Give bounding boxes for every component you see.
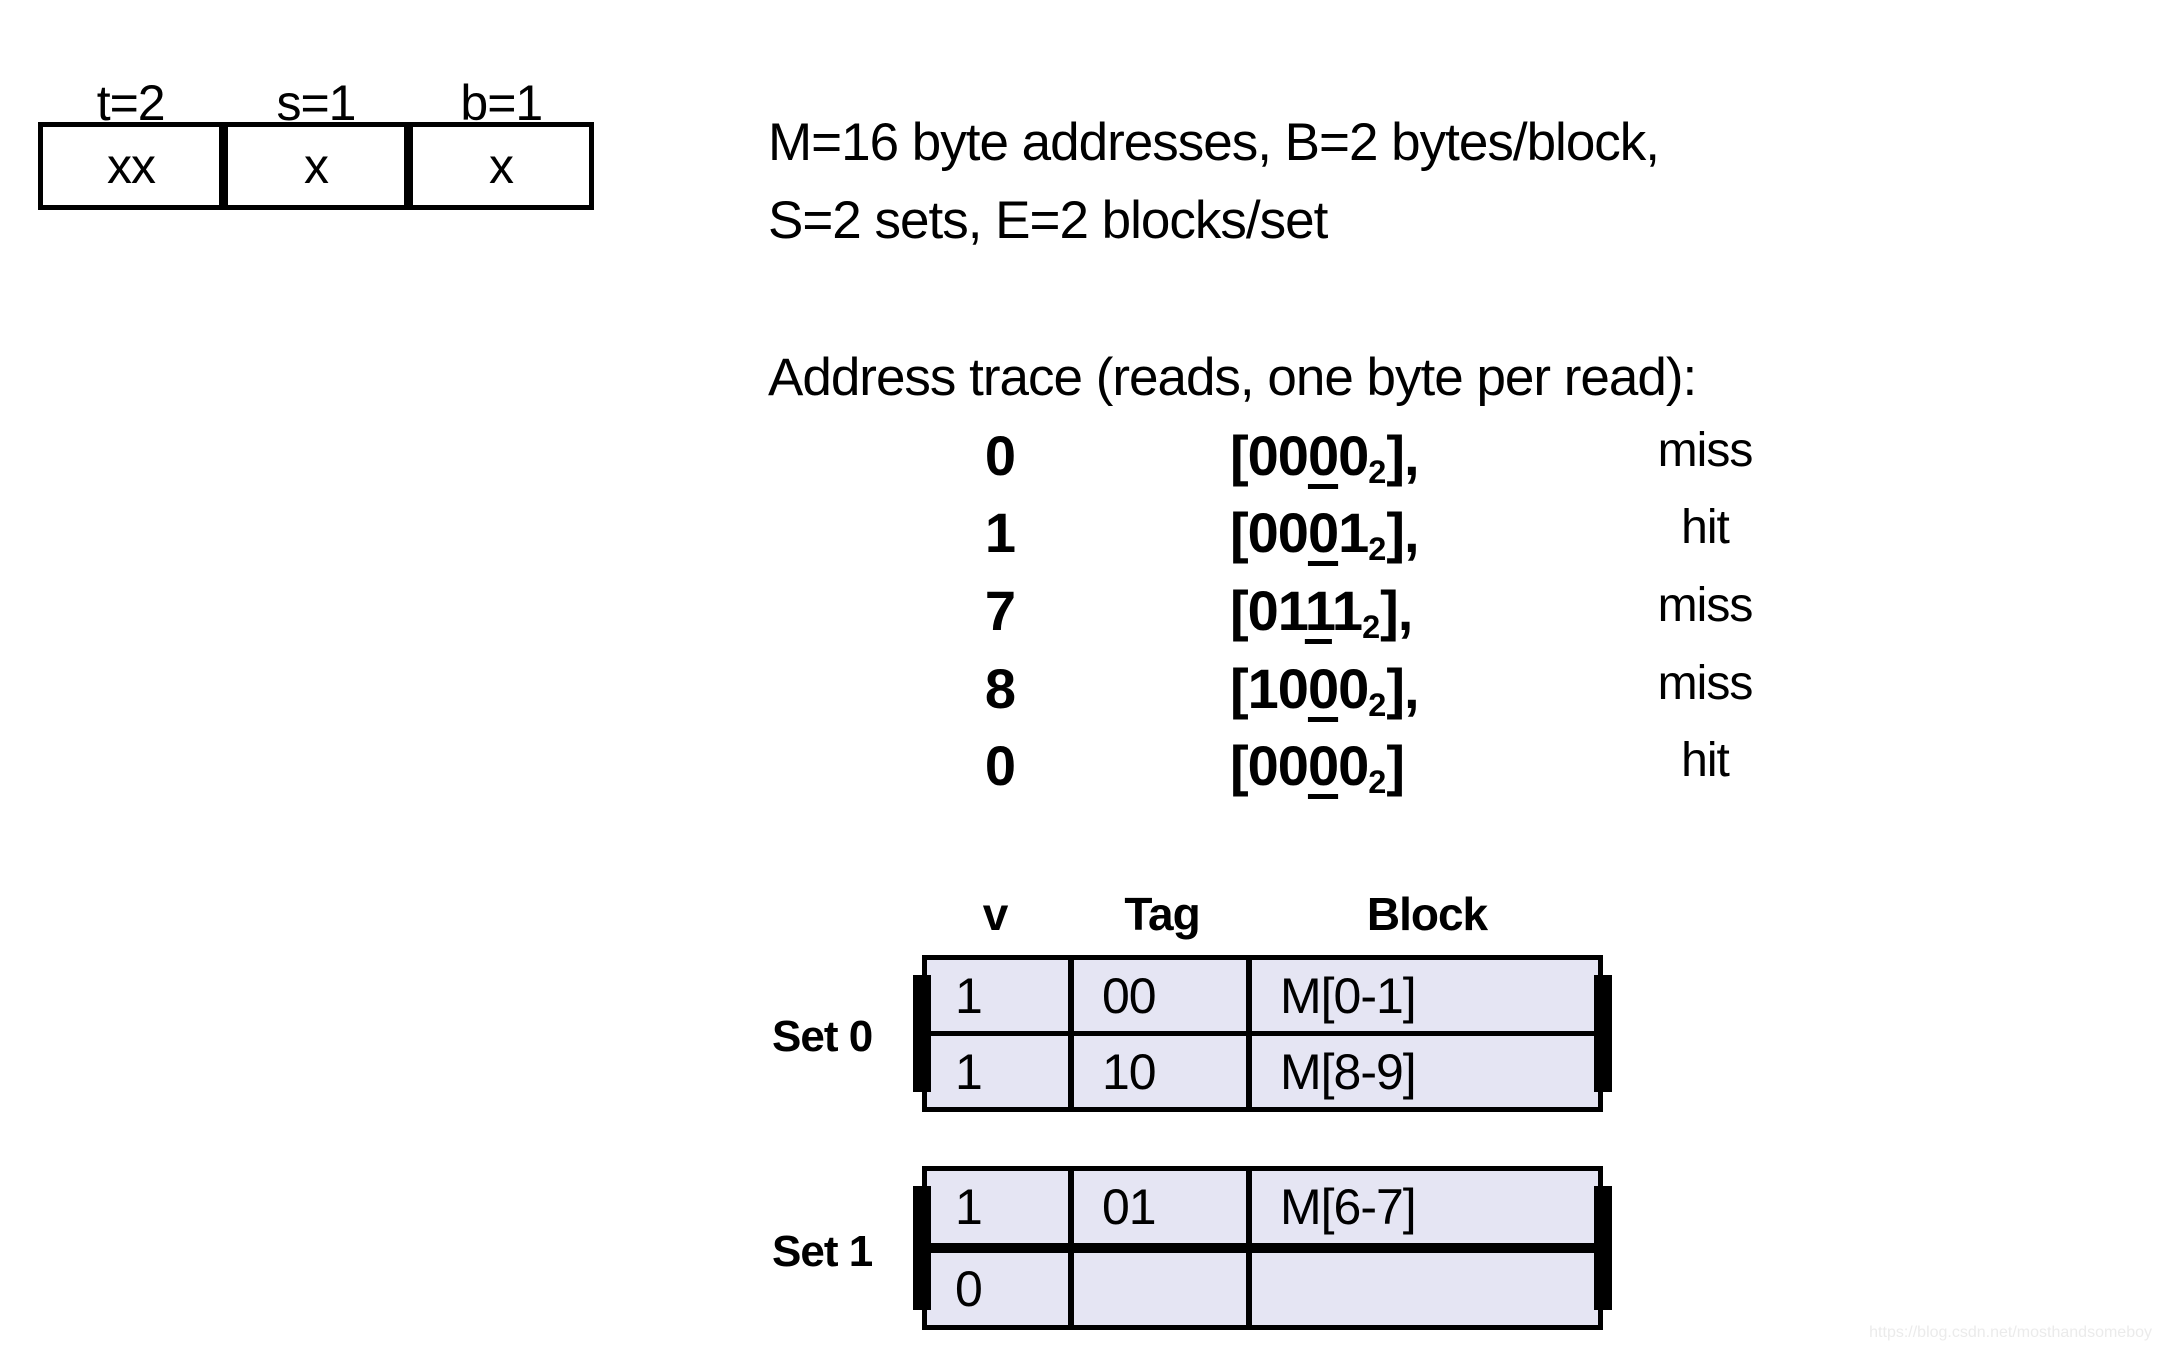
set1-row0-valid: 1	[955, 1179, 983, 1235]
set0-right-bracket	[1594, 975, 1612, 1092]
trace-address-binary: [01112],	[1230, 578, 1413, 645]
bitfield-header-row: t=2 s=1 b=1	[38, 74, 594, 132]
bits-close: ],	[1386, 424, 1419, 487]
set-bit-underlined: 1	[1304, 579, 1333, 642]
bitfield-table: xx x x	[38, 122, 594, 210]
bitfield-header-s: s=1	[276, 75, 356, 131]
row-divider-thick	[927, 1243, 1598, 1253]
bitfield-cell-set: x	[219, 127, 404, 205]
set-bit-underlined: 0	[1307, 657, 1339, 720]
trace-row-3: 7 [01112], miss	[0, 578, 2164, 656]
trace-result: miss	[1657, 579, 1754, 632]
bits-pre: [10	[1230, 657, 1309, 720]
cache-column-header-tag: Tag	[1124, 888, 1200, 940]
set1-table: 1 01 M[6-7] 0	[913, 1166, 1612, 1330]
bits-post: 1	[1338, 501, 1369, 564]
trace-address-decimal: 7	[984, 579, 1016, 642]
trace-result: miss	[1657, 424, 1754, 477]
set0-row1-valid: 1	[955, 1043, 983, 1100]
trace-address-decimal: 8	[984, 657, 1016, 720]
cache-column-header-block: Block	[1366, 888, 1488, 940]
config-line-1: M=16 byte addresses, B=2 bytes/block,	[768, 113, 1660, 172]
trace-address-decimal: 0	[984, 424, 1016, 487]
bits-post: 0	[1338, 734, 1369, 797]
bitfield-header-b: b=1	[460, 75, 543, 131]
trace-address-binary: [00012],	[1230, 500, 1420, 567]
set0-table: 1 00 M[0-1] 1 10 M[8-9]	[913, 955, 1612, 1112]
base-subscript: 2	[1368, 453, 1387, 490]
trace-result: hit	[1681, 734, 1730, 787]
set-bit-underlined: 0	[1307, 501, 1339, 564]
trace-row-2: 1 [00012], hit	[0, 500, 2164, 578]
set0-row0-valid: 1	[955, 967, 983, 1024]
bitfield-header-t: t=2	[96, 75, 166, 131]
set1-left-bracket	[913, 1186, 931, 1310]
bits-pre: [01	[1230, 579, 1306, 642]
set1-row1-block	[1252, 1253, 1598, 1325]
set1-row0-block: M[6-7]	[1280, 1179, 1417, 1235]
bits-pre: [00	[1230, 501, 1309, 564]
set1-row1-valid: 0	[955, 1261, 983, 1317]
bits-pre: [00	[1230, 734, 1309, 797]
trace-heading: Address trace (reads, one byte per read)…	[768, 348, 1697, 407]
base-subscript: 2	[1368, 763, 1387, 800]
base-subscript: 2	[1362, 608, 1381, 645]
set0-row1-tag: 10	[1102, 1043, 1157, 1100]
trace-address-decimal: 1	[984, 501, 1016, 564]
trace-row-4: 8 [10002], miss	[0, 656, 2164, 734]
bits-post: 1	[1331, 579, 1363, 642]
bits-close: ],	[1380, 579, 1413, 642]
trace-address-decimal: 0	[984, 734, 1016, 797]
set1-right-bracket	[1594, 1186, 1612, 1310]
csdn-watermark: https://blog.csdn.net/mosthandsomeboy	[1869, 1324, 2152, 1341]
trace-result: hit	[1681, 501, 1730, 554]
bits-pre: [00	[1230, 424, 1309, 487]
bits-post: 0	[1338, 657, 1369, 720]
base-subscript: 2	[1368, 530, 1387, 567]
trace-address-binary: [10002],	[1230, 656, 1420, 723]
row-divider	[927, 1031, 1598, 1036]
set1-row0-tag: 01	[1102, 1179, 1157, 1235]
set0-row0-tag: 00	[1102, 967, 1157, 1024]
set0-label: Set 0	[772, 1012, 873, 1061]
bits-close: ]	[1386, 734, 1405, 797]
set0-row1-block: M[8-9]	[1280, 1043, 1417, 1100]
bits-close: ],	[1386, 501, 1419, 564]
bits-close: ],	[1386, 657, 1419, 720]
set0-left-bracket	[913, 975, 931, 1092]
set-bit-underlined: 0	[1307, 734, 1339, 797]
config-line-2: S=2 sets, E=2 blocks/set	[768, 191, 1328, 250]
base-subscript: 2	[1368, 686, 1387, 723]
set0-row0-block: M[0-1]	[1280, 967, 1417, 1024]
trace-row-5: 0 [00002] hit	[0, 733, 2164, 811]
trace-result: miss	[1657, 657, 1754, 710]
set1-label: Set 1	[772, 1227, 873, 1276]
trace-address-binary: [00002],	[1230, 423, 1420, 490]
trace-address-binary: [00002]	[1230, 733, 1405, 800]
cache-column-header-valid: v	[982, 888, 1009, 940]
set-bit-underlined: 0	[1307, 424, 1339, 487]
bitfield-cell-offset: x	[404, 127, 589, 205]
bitfield-cell-tag: xx	[107, 138, 156, 194]
bits-post: 0	[1338, 424, 1369, 487]
set1-row1-tag	[1074, 1253, 1246, 1325]
trace-row-1: 0 [00002], miss	[0, 423, 2164, 501]
